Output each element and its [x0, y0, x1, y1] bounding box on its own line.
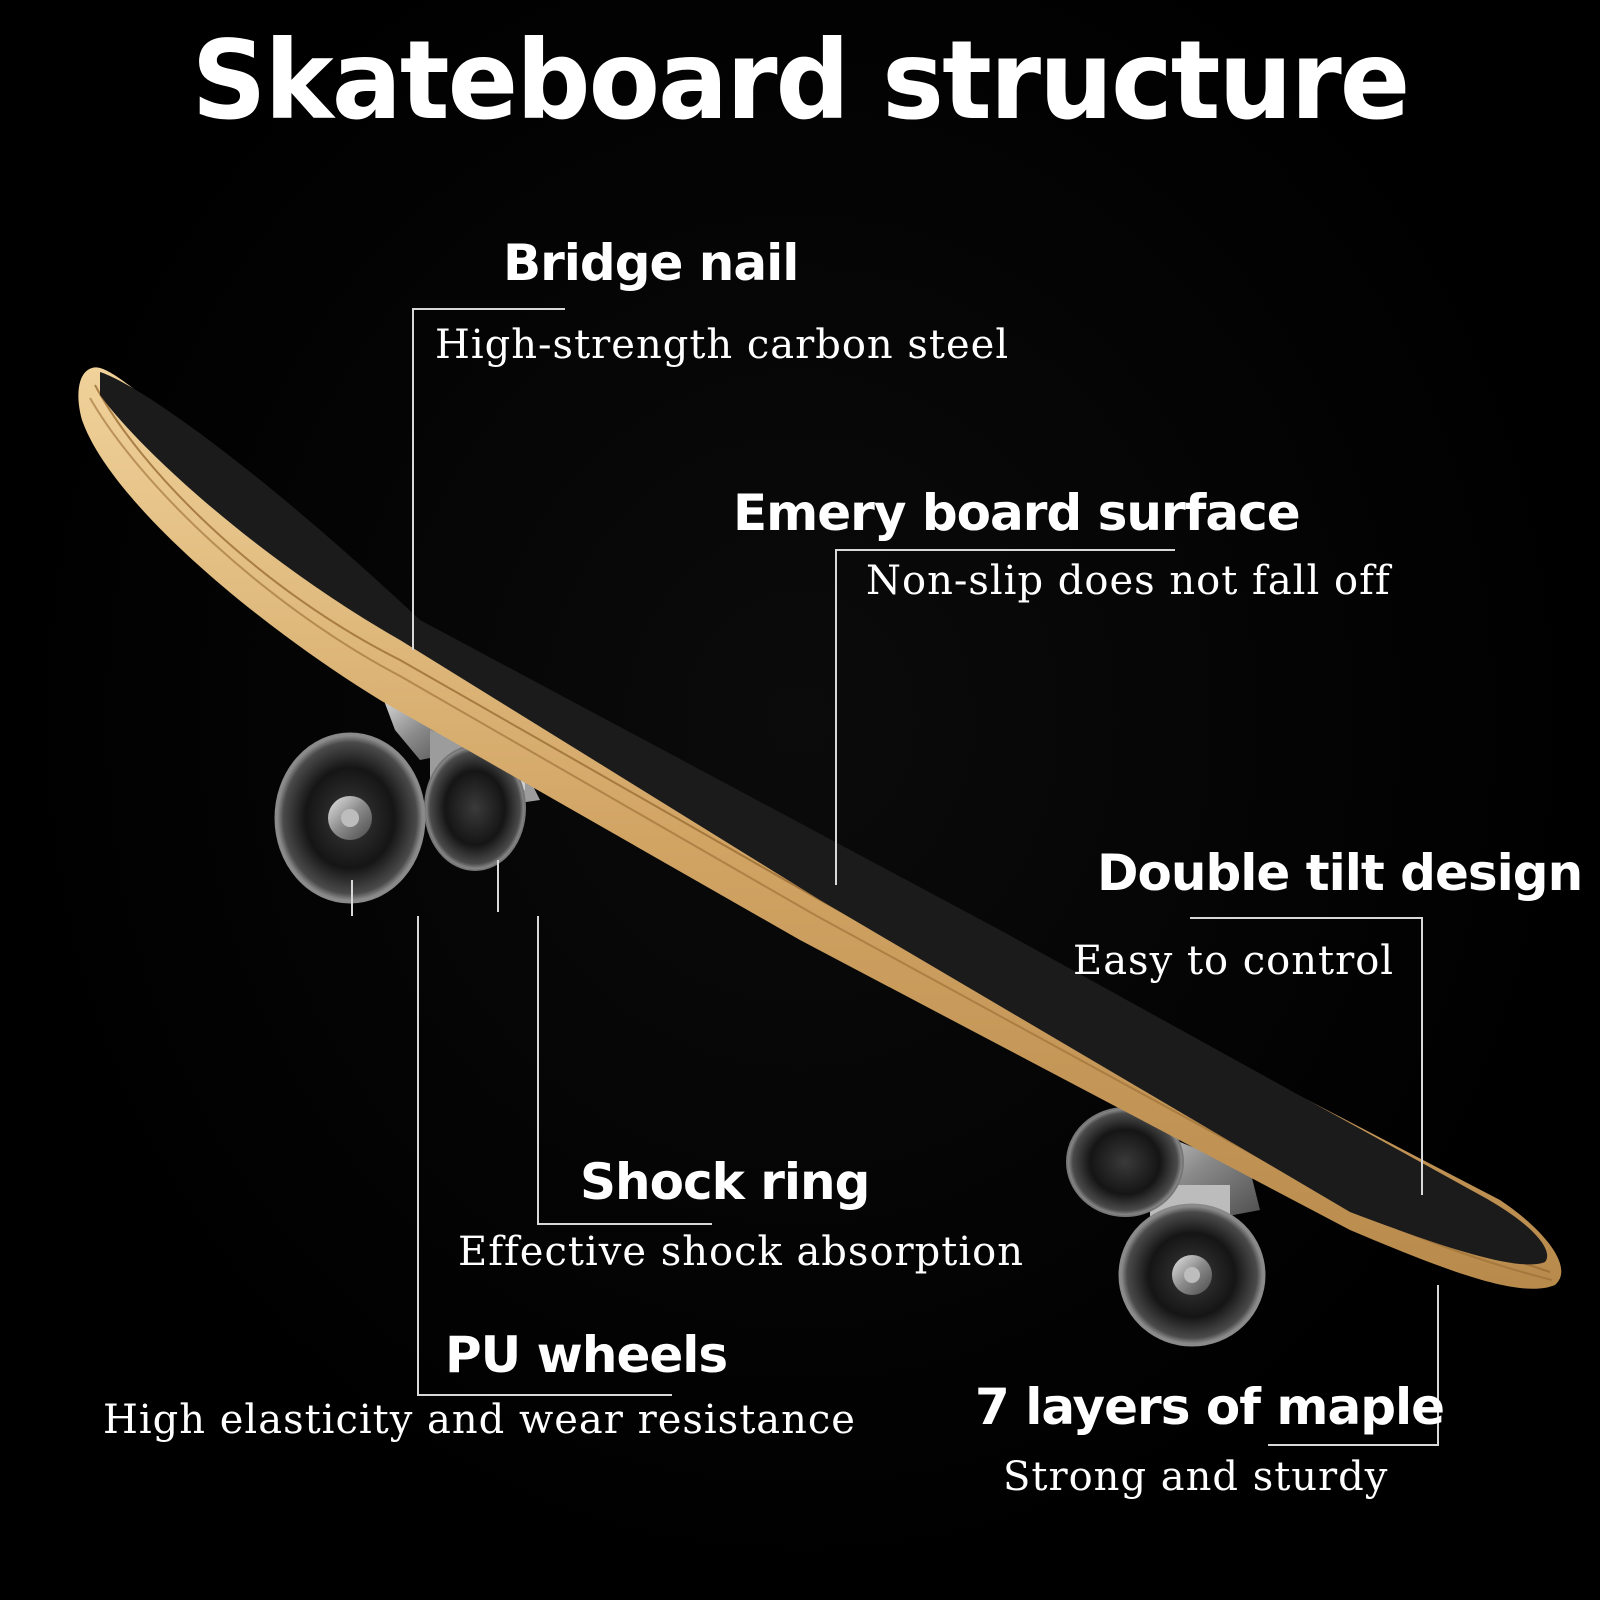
callout-heading-bridge-nail: Bridge nail: [503, 234, 799, 292]
callout-heading-shock-ring: Shock ring: [580, 1153, 870, 1211]
leader-bridge-nail: [412, 308, 565, 650]
leader-maple: [1268, 1285, 1439, 1446]
callout-text-shock-ring: Effective shock absorption: [458, 1229, 1024, 1275]
leader-pu-wheels: [417, 916, 672, 1396]
callout-heading-double-tilt: Double tilt design: [1097, 844, 1583, 902]
front-wheel-front: [1118, 1203, 1266, 1347]
rear-wheel-front: [274, 732, 426, 904]
leader-emery-surface: [835, 549, 1175, 885]
diagram-title: Skateboard structure: [191, 15, 1411, 145]
callout-heading-pu-wheels: PU wheels: [445, 1326, 728, 1384]
callout-heading-maple: 7 layers of maple: [975, 1378, 1445, 1436]
callout-heading-emery-surface: Emery board surface: [733, 484, 1301, 542]
grip-tape-surface: [100, 372, 1548, 1265]
leader-double-tilt: [1190, 917, 1423, 1195]
callout-text-bridge-nail: High-strength carbon steel: [435, 322, 1010, 368]
callout-text-emery-surface: Non-slip does not fall off: [866, 558, 1391, 604]
leader-lines: [351, 308, 1439, 1446]
callout-text-double-tilt: Easy to control: [1073, 938, 1395, 984]
callout-text-maple: Strong and sturdy: [1003, 1454, 1389, 1500]
leader-shock-ring: [537, 916, 712, 1225]
callout-text-pu-wheels: High elasticity and wear resistance: [103, 1397, 856, 1443]
